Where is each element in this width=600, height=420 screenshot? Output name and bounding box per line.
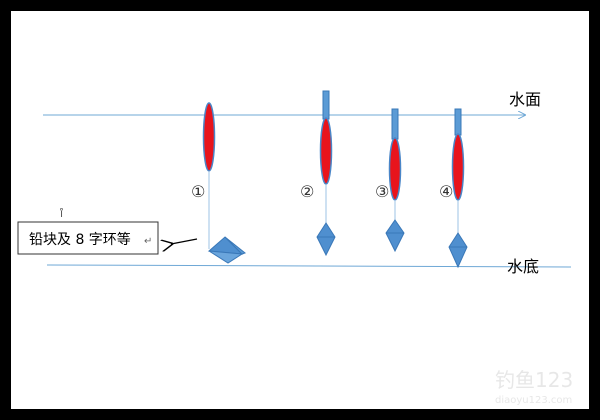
float-body bbox=[388, 137, 402, 201]
float-fishing-diagram: 水面 水底 ① ② ③ bbox=[17, 90, 573, 406]
float-stem bbox=[322, 90, 330, 120]
float-stem bbox=[391, 108, 399, 140]
stage-2-marker: ② bbox=[300, 182, 314, 201]
stage-1: ① bbox=[191, 102, 247, 264]
callout-arrow bbox=[171, 238, 198, 244]
callout-box bbox=[17, 221, 159, 255]
water-bottom-label: 水底 bbox=[507, 257, 539, 276]
sinker-hanging bbox=[385, 219, 405, 253]
water-bottom-line bbox=[46, 264, 572, 268]
stage-4-marker: ④ bbox=[439, 182, 453, 201]
callout-tick: ı̊ bbox=[59, 207, 63, 220]
sinker-lying bbox=[207, 236, 247, 264]
float-stem bbox=[454, 108, 462, 136]
watermark-url: diaoyu123.com bbox=[495, 395, 572, 406]
float-body bbox=[202, 102, 216, 172]
stage-2: ② bbox=[300, 90, 336, 257]
sinker-hanging bbox=[316, 222, 336, 257]
callout-return-mark: ↵ bbox=[144, 236, 152, 247]
sinker-hanging bbox=[448, 232, 468, 269]
stage-4: ④ bbox=[439, 108, 468, 269]
sinker-callout: ı̊ 铅块及 8 字环等 ↵ bbox=[17, 207, 198, 255]
stage-3: ③ bbox=[375, 108, 405, 253]
float-body bbox=[451, 133, 465, 201]
stage-1-marker: ① bbox=[191, 182, 205, 201]
callout-text: 铅块及 8 字环等 bbox=[29, 231, 131, 248]
water-surface-label: 水面 bbox=[509, 90, 541, 109]
watermark-logo: 钓鱼123 bbox=[495, 368, 573, 392]
stage-3-marker: ③ bbox=[375, 182, 389, 201]
diagram-canvas: 水面 水底 ① ② ③ bbox=[11, 11, 589, 409]
float-body bbox=[319, 117, 333, 185]
watermark: 钓鱼123 diaoyu123.com bbox=[495, 368, 573, 406]
